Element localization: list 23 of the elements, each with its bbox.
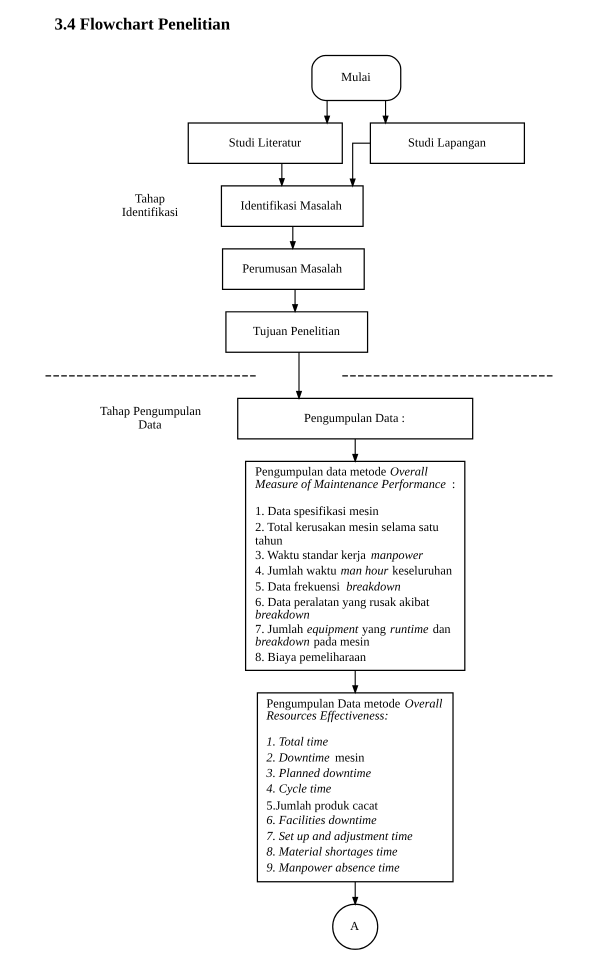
arrow — [291, 289, 298, 314]
node-box: Pengumpulan Data : — [236, 398, 473, 440]
arrow — [295, 352, 302, 400]
node-circle: A — [332, 904, 378, 950]
arrow — [352, 882, 358, 906]
arrow — [352, 670, 358, 694]
arrow — [349, 142, 370, 188]
node-box: Studi Lapangan — [369, 122, 525, 164]
label: Tahap Identifikasi — [121, 192, 178, 220]
arrow — [289, 226, 296, 250]
node-box: Pengumpulan data metode Overall Measure of Maintenance Performance : 1. Data spesifikasi mesin 2. Total kerusakan mesin selama satu tahun 3. Waktu standar kerja manpower 4. Jumlah waktu man hour keseluruhan 5. Data frekuensi breakdown 6. Data peralatan yang rusak akibat breakdown 7. Jumlah equipment yang runtime dan breakdown pada mesin 8. Biaya pemeliharaan — [244, 460, 465, 672]
node-box: Perumusan Masalah — [221, 248, 364, 290]
node-box: Mulai — [310, 54, 401, 102]
label: Tahap Pengumpulan Data — [100, 404, 201, 432]
node-box: Pengumpulan Data metode Overall Resources Effectiveness: 1. Total time 2. Downtime mesin 3. Planned downtime 4. Cycle time 5.Jumlah produk cacat 6. Facilities downtime 7. Set up and adjustment time 8. Material shortages time 9. Manpower absence time — [256, 692, 454, 882]
node-box: Studi Literatur — [187, 122, 342, 164]
arrow — [382, 100, 388, 125]
arrow — [352, 439, 358, 463]
arrow — [278, 163, 284, 188]
node-box: Identifikasi Masalah — [220, 185, 364, 227]
diagram-title: 3.4 Flowchart Penelitian — [54, 14, 230, 34]
arrow — [323, 100, 330, 125]
node-box: Tujuan Penelitian — [224, 311, 368, 353]
